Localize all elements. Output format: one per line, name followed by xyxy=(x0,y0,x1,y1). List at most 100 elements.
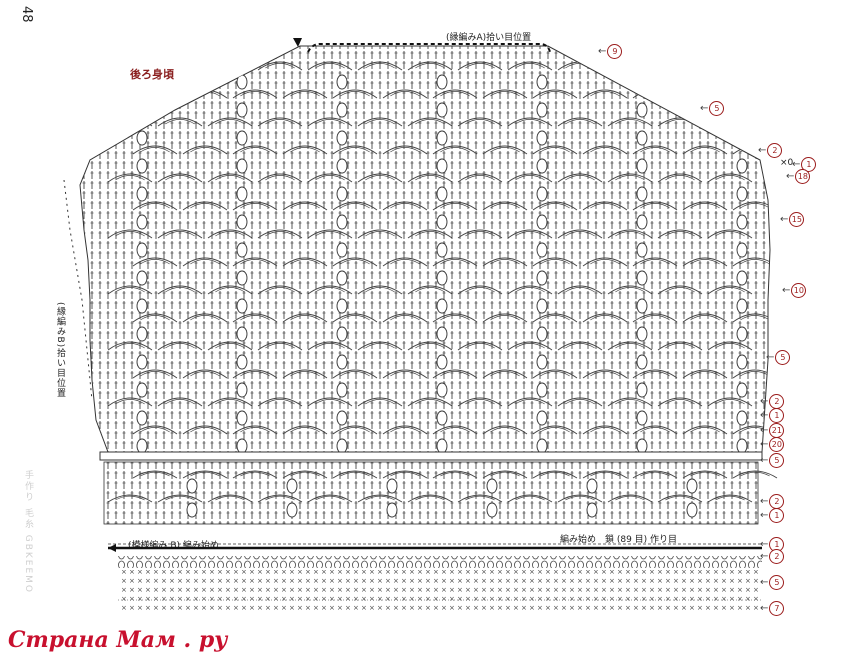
fan-motif xyxy=(207,61,253,71)
pineapple-motif xyxy=(336,102,348,118)
fan-motif xyxy=(132,313,178,323)
fan-motif xyxy=(707,285,753,295)
fan-motif xyxy=(282,425,328,435)
pineapple-motif xyxy=(436,186,448,202)
fan-motif xyxy=(257,173,303,183)
row-marker-2: ←2 xyxy=(758,143,783,158)
pineapple-motif xyxy=(736,298,748,314)
left-arrow-icon: ← xyxy=(760,539,769,550)
fan-motif xyxy=(207,229,253,239)
left-arrow-icon: ← xyxy=(700,103,709,114)
fan-motif xyxy=(407,229,453,239)
fan-motif xyxy=(332,470,378,479)
section-title: 後ろ身頃 xyxy=(130,68,174,81)
pineapple-motif xyxy=(636,242,648,258)
fan-motif xyxy=(382,470,428,479)
pineapple-motif xyxy=(236,354,248,370)
pineapple-motif xyxy=(636,298,648,314)
pineapple-motif xyxy=(536,130,548,146)
fan-motif xyxy=(407,285,453,295)
fan-motif xyxy=(382,313,428,323)
fan-motif xyxy=(682,257,728,267)
fan-motif xyxy=(482,89,528,99)
pineapple-motif xyxy=(136,74,148,90)
fan-motif xyxy=(132,369,178,379)
ribbing-band xyxy=(118,556,762,614)
fan-motif xyxy=(107,117,153,127)
fan-motif xyxy=(107,173,153,183)
fan-motif xyxy=(132,201,178,211)
fan-motif xyxy=(357,397,403,407)
fan-motif xyxy=(532,470,578,479)
row-marker-15: ←15 xyxy=(780,212,805,227)
fan-motif xyxy=(482,313,528,323)
pineapple-motif xyxy=(236,382,248,398)
fan-motif xyxy=(207,341,253,351)
fan-motif xyxy=(332,201,378,211)
fan-motif xyxy=(382,425,428,435)
pineapple-motif xyxy=(686,478,698,494)
fan-motif xyxy=(232,145,278,155)
fan-motif xyxy=(432,425,478,435)
fan-motif xyxy=(457,397,503,407)
pineapple-motif xyxy=(536,438,548,452)
fan-motif xyxy=(307,229,353,239)
fan-motif xyxy=(657,341,703,351)
fan-motif xyxy=(482,145,528,155)
fan-motif xyxy=(157,397,203,407)
fan-motif xyxy=(132,470,178,479)
fan-motif xyxy=(107,61,153,71)
fan-motif xyxy=(432,257,478,267)
fan-motif xyxy=(707,341,753,351)
row-marker-1c: ←1 xyxy=(760,508,785,523)
fan-motif xyxy=(207,285,253,295)
pineapple-motif xyxy=(336,270,348,286)
fan-motif xyxy=(107,341,153,351)
left-arrow-icon: ← xyxy=(760,577,769,588)
fan-motif xyxy=(157,173,203,183)
pineapple-motif xyxy=(236,326,248,342)
fan-motif xyxy=(382,145,428,155)
fan-motif xyxy=(157,229,203,239)
fan-motif xyxy=(407,397,453,407)
fan-motif xyxy=(557,494,603,503)
fan-motif xyxy=(307,173,353,183)
row-marker-1d: ←1 xyxy=(760,537,785,552)
pineapple-motif xyxy=(236,158,248,174)
pineapple-motif xyxy=(536,74,548,90)
fan-motif xyxy=(457,229,503,239)
fan-motif xyxy=(657,173,703,183)
pineapple-motif xyxy=(436,214,448,230)
fan-motif xyxy=(582,470,628,479)
fan-motif xyxy=(507,285,553,295)
pattern-start-label: (模様編み B) 編み始め xyxy=(128,541,219,551)
fan-motif xyxy=(182,145,228,155)
fan-motif xyxy=(682,313,728,323)
site-watermark: Страна Мам . ру xyxy=(8,627,228,653)
pineapple-motif xyxy=(386,502,398,518)
fan-motif xyxy=(607,229,653,239)
pineapple-motif xyxy=(286,478,298,494)
fan-motif xyxy=(332,425,378,435)
pineapple-motif xyxy=(136,158,148,174)
fan-motif xyxy=(357,229,403,239)
fan-motif xyxy=(582,369,628,379)
left-arrow-icon: ← xyxy=(760,551,769,562)
pineapple-motif xyxy=(436,242,448,258)
pineapple-motif xyxy=(736,270,748,286)
fan-motif xyxy=(357,494,403,503)
pineapple-motif xyxy=(536,410,548,426)
left-arrow-icon: ← xyxy=(782,285,791,296)
fan-motif xyxy=(507,397,553,407)
fan-motif xyxy=(407,117,453,127)
fan-motif xyxy=(207,173,253,183)
fan-motif xyxy=(307,117,353,127)
fan-motif xyxy=(182,470,228,479)
fan-motif xyxy=(132,145,178,155)
fan-motif xyxy=(682,470,728,479)
fan-motif xyxy=(232,257,278,267)
fan-motif xyxy=(632,257,678,267)
row-marker-1b: ←1 xyxy=(760,408,785,423)
fan-motif xyxy=(207,494,253,503)
row-marker-7: ←7 xyxy=(760,601,785,616)
